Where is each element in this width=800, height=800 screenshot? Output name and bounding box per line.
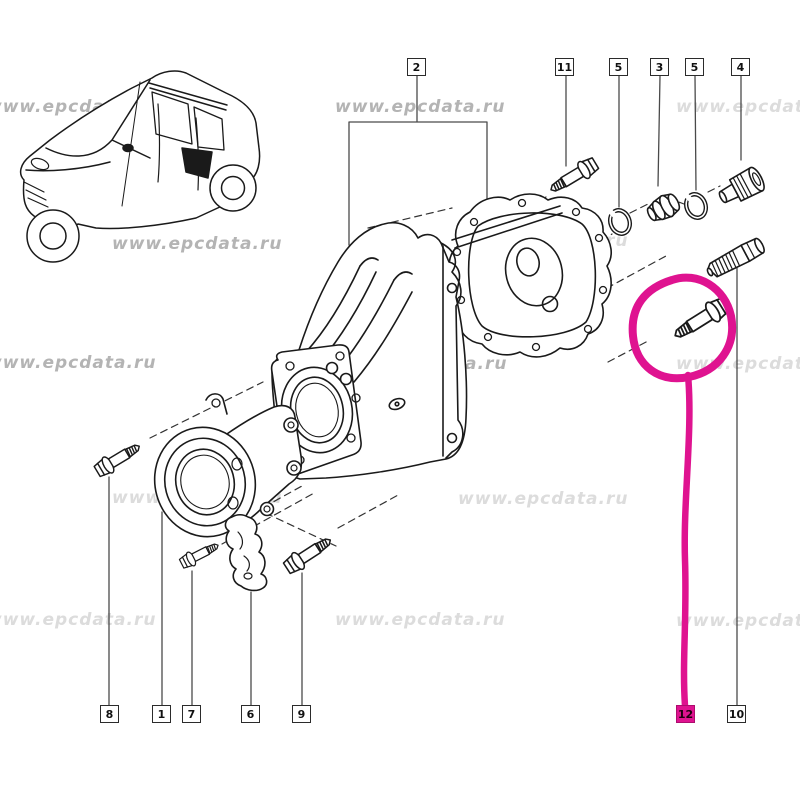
callout-6[interactable]: 6 [241, 705, 260, 723]
coupling-housing [153, 393, 303, 538]
callout-3[interactable]: 3 [650, 58, 669, 76]
part-highlight [628, 273, 737, 710]
callout-12-highlighted[interactable]: 12 [676, 705, 695, 723]
callout-4[interactable]: 4 [731, 58, 750, 76]
callout-7[interactable]: 7 [182, 705, 201, 723]
callout-10[interactable]: 10 [727, 705, 746, 723]
highlight-line [680, 371, 693, 710]
bolt-7 [177, 537, 223, 572]
callout-2[interactable]: 2 [407, 58, 426, 76]
leader-lines [108, 75, 742, 706]
car-illustration [19, 70, 261, 263]
callout-5a[interactable]: 5 [609, 58, 628, 76]
circlip-5a [607, 208, 633, 236]
support-bracket [224, 513, 268, 592]
rear-cover [448, 193, 612, 358]
splined-stud-10 [706, 237, 765, 278]
callout-1[interactable]: 1 [152, 705, 171, 723]
bolt-9 [280, 531, 337, 577]
callout-11[interactable]: 11 [555, 58, 574, 76]
plug-4 [718, 166, 765, 204]
boot-3 [646, 193, 681, 222]
differential-housing [270, 222, 468, 480]
circlip-5b [683, 192, 709, 220]
callout-8[interactable]: 8 [100, 705, 119, 723]
callout-5b[interactable]: 5 [685, 58, 704, 76]
bolt-8 [91, 437, 145, 480]
bolt-11 [545, 154, 602, 199]
callout-9[interactable]: 9 [292, 705, 311, 723]
